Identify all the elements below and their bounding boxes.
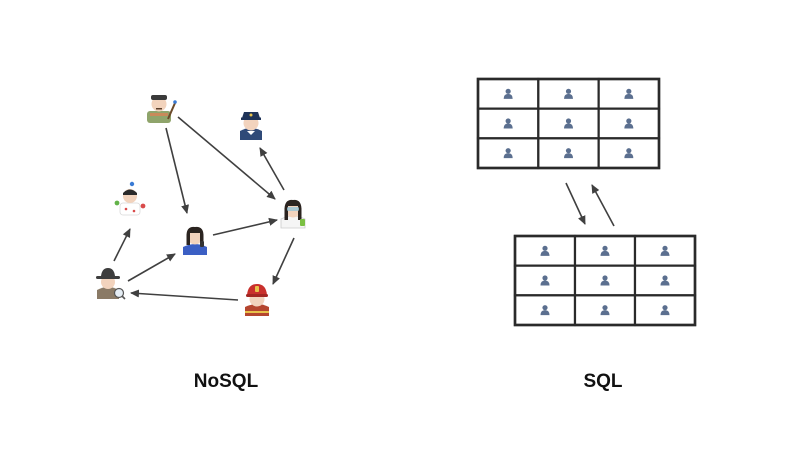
person-icon <box>540 275 550 286</box>
person-icon <box>564 148 573 159</box>
edge-firefighter-to-detective <box>130 289 239 301</box>
person-icon <box>600 275 610 286</box>
edge-scientist-to-firefighter <box>272 237 295 285</box>
person-icon <box>540 245 550 256</box>
edge-scientist-to-police <box>259 147 285 191</box>
person-icon <box>600 305 610 316</box>
detective-person-icon <box>96 268 126 300</box>
sql-table-bottom <box>513 234 697 327</box>
person-icon <box>660 305 670 316</box>
arrow-bottom-to-top <box>591 184 615 227</box>
person-icon <box>624 118 634 129</box>
sql-label: SQL <box>583 371 623 392</box>
table-border <box>476 77 661 170</box>
table-cell <box>573 294 637 327</box>
painter-person-icon <box>147 95 177 123</box>
person-icon <box>564 88 573 99</box>
person-icon <box>503 88 513 99</box>
nosql-label: NoSQL <box>193 371 259 392</box>
graph-nodes <box>96 95 306 316</box>
person-icon <box>660 275 670 286</box>
edge-detective-to-juggler <box>113 228 131 262</box>
person-icon <box>660 245 670 256</box>
person-icon <box>503 148 513 159</box>
police-officer-icon <box>240 112 262 140</box>
edge-painter-to-office <box>165 127 189 214</box>
edge-painter-to-scientist <box>177 116 276 200</box>
edge-office-to-scientist <box>212 217 278 236</box>
sql-table-top <box>476 77 661 170</box>
juggler-person-icon <box>114 181 146 216</box>
table-arrows <box>565 182 615 227</box>
person-icon <box>624 88 634 99</box>
person-icon <box>540 305 550 316</box>
person-icon <box>564 118 573 129</box>
graph-edges <box>113 116 295 301</box>
person-icon <box>503 118 513 129</box>
firefighter-person-icon <box>245 284 269 316</box>
scientist-person-icon <box>280 199 306 229</box>
arrow-top-to-bottom <box>565 182 586 225</box>
office-person-icon <box>183 226 207 255</box>
person-icon <box>600 245 610 256</box>
edge-detective-to-office <box>127 253 176 282</box>
table-border <box>513 234 697 327</box>
person-icon <box>624 148 634 159</box>
